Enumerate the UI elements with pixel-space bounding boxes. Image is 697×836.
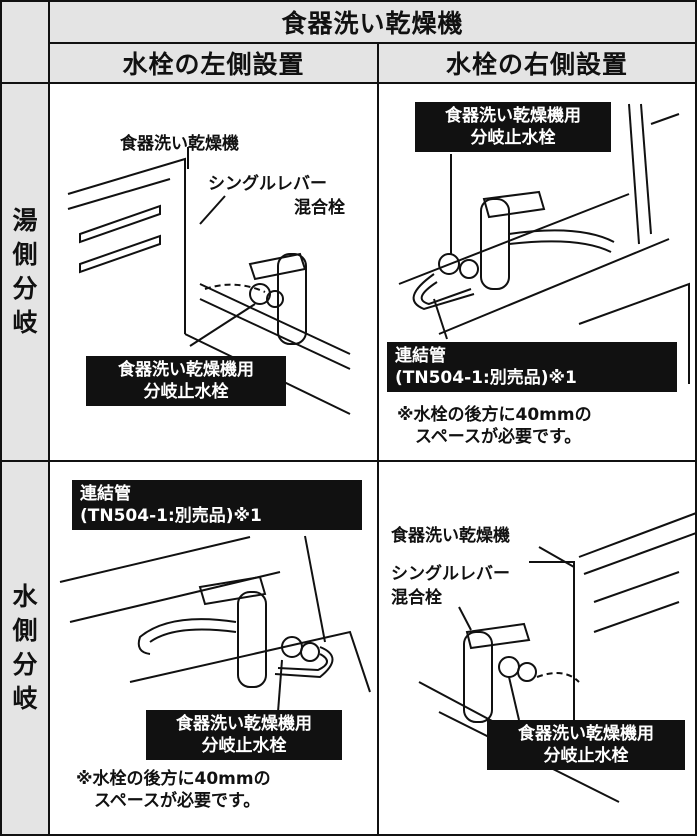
row-hot-char: 岐 — [12, 308, 38, 337]
note-line1: ※水栓の後方に40mmの — [397, 405, 592, 425]
connecting-pipe-line1: 連結管 — [395, 346, 446, 366]
branch-valve-line2: 分岐止水栓 — [543, 746, 629, 766]
label-faucet-line2: 混合栓 — [294, 198, 345, 218]
connecting-pipe-line1: 連結管 — [80, 484, 131, 504]
branch-valve-line1: 食器洗い乾燥機用 — [118, 360, 254, 380]
connecting-pipe-line2: (TN504-1:別売品)※1 — [80, 506, 262, 526]
row-cold-char: 岐 — [12, 684, 38, 713]
cold-right-illustration — [418, 512, 695, 803]
branch-valve-line1: 食器洗い乾燥機用 — [518, 724, 654, 744]
note-line2: スペースが必要です。 — [94, 791, 261, 811]
note-space: ※水栓の後方に40mmの スペースが必要です。 — [76, 768, 271, 812]
panel-hot-left: 食器洗い乾燥機 シングルレバー 混合栓 食器洗い乾燥機用 分岐止水栓 — [48, 82, 379, 462]
branch-valve-line1: 食器洗い乾燥機用 — [176, 714, 312, 734]
label-dishwasher: 食器洗い乾燥機 — [120, 134, 239, 154]
label-connecting-pipe: 連結管 (TN504-1:別売品)※1 — [72, 480, 362, 530]
note-space: ※水栓の後方に40mmの スペースが必要です。 — [397, 404, 592, 448]
row-header-cold: 水 側 分 岐 — [0, 460, 50, 836]
label-faucet-line1: シングルレバー — [208, 174, 327, 194]
panel-cold-right: 食器洗い乾燥機 シングルレバー 混合栓 食器洗い乾燥機用 分岐止水栓 — [377, 460, 697, 836]
branch-valve-line2: 分岐止水栓 — [470, 128, 556, 148]
row-hot-char: 側 — [12, 240, 38, 269]
label-branch-valve: 食器洗い乾燥機用 分岐止水栓 — [487, 720, 685, 770]
label-faucet-line2: 混合栓 — [391, 588, 442, 608]
label-branch-valve: 食器洗い乾燥機用 分岐止水栓 — [415, 102, 611, 152]
column-header-left: 水栓の左側設置 — [48, 42, 379, 84]
row-cold-char: 側 — [12, 616, 38, 645]
branch-valve-line2: 分岐止水栓 — [201, 736, 287, 756]
cold-left-illustration — [59, 535, 371, 713]
row-hot-char: 分 — [12, 274, 38, 303]
label-branch-valve: 食器洗い乾燥機用 分岐止水栓 — [146, 710, 342, 760]
row-cold-char: 水 — [12, 582, 38, 611]
connecting-pipe-line2: (TN504-1:別売品)※1 — [395, 368, 577, 388]
note-line1: ※水栓の後方に40mmの — [76, 769, 271, 789]
row-cold-char: 分 — [12, 650, 38, 679]
label-faucet-line1: シングルレバー — [391, 564, 510, 584]
panel-cold-left: 連結管 (TN504-1:別売品)※1 食器洗い乾燥機用 分岐止水栓 ※水栓の後… — [48, 460, 379, 836]
branch-valve-line1: 食器洗い乾燥機用 — [445, 106, 581, 126]
panel-hot-right: 食器洗い乾燥機用 分岐止水栓 連結管 (TN504-1:別売品)※1 ※水栓の後… — [377, 82, 697, 462]
note-line2: スペースが必要です。 — [415, 427, 582, 447]
corner-cell — [0, 0, 50, 84]
table-title: 食器洗い乾燥機 — [48, 0, 697, 44]
label-connecting-pipe: 連結管 (TN504-1:別売品)※1 — [387, 342, 677, 392]
hot-right-illustration — [398, 103, 690, 384]
column-header-right: 水栓の右側設置 — [377, 42, 697, 84]
label-dishwasher: 食器洗い乾燥機 — [391, 526, 510, 546]
row-hot-char: 湯 — [12, 206, 38, 235]
label-branch-valve: 食器洗い乾燥機用 分岐止水栓 — [86, 356, 286, 406]
row-header-hot: 湯 側 分 岐 — [0, 82, 50, 462]
branch-valve-line2: 分岐止水栓 — [143, 382, 229, 402]
